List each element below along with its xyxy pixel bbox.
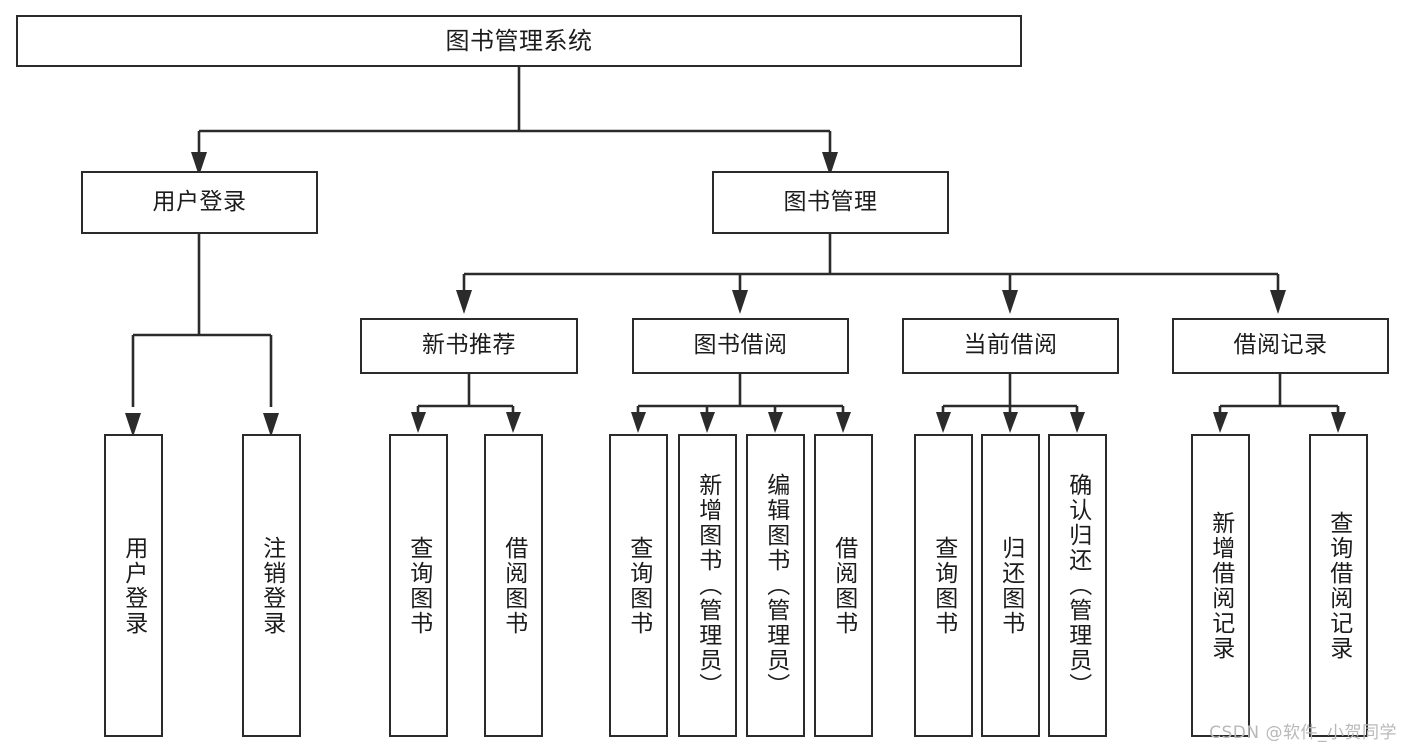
leaf-borrow-query-books[interactable]: 查询图书 <box>609 434 668 737</box>
node-label: 查询图书 <box>625 535 652 636</box>
node-label: 查询图书 <box>930 535 957 636</box>
leaf-borrow-edit-book-admin[interactable]: 编辑图书（管理员） <box>746 434 805 737</box>
node-label: 图书借阅 <box>693 332 788 359</box>
node-label: 归还图书 <box>997 535 1024 636</box>
node-borrow-record[interactable]: 借阅记录 <box>1172 318 1389 374</box>
node-label: 编辑图书（管理员） <box>762 473 789 698</box>
node-new-book-recommend[interactable]: 新书推荐 <box>360 318 578 374</box>
leaf-borrow-borrow-books[interactable]: 借阅图书 <box>814 434 873 737</box>
leaf-newbook-query-books[interactable]: 查询图书 <box>389 434 448 737</box>
leaf-current-query-books[interactable]: 查询图书 <box>914 434 973 737</box>
leaf-record-add-borrow-record[interactable]: 新增借阅记录 <box>1191 434 1250 737</box>
node-book-borrow[interactable]: 图书借阅 <box>632 318 849 374</box>
node-label: 确认归还（管理员） <box>1064 473 1091 698</box>
leaf-current-return-books[interactable]: 归还图书 <box>981 434 1040 737</box>
node-label: 查询借阅记录 <box>1325 510 1352 661</box>
node-book-management[interactable]: 图书管理 <box>712 171 949 234</box>
node-label: 新增图书（管理员） <box>694 473 721 698</box>
node-label: 用户登录 <box>152 188 247 215</box>
node-current-borrow[interactable]: 当前借阅 <box>902 318 1119 374</box>
node-label: 新书推荐 <box>422 332 516 359</box>
node-root-system[interactable]: 图书管理系统 <box>16 15 1022 67</box>
node-label: 图书管理系统 <box>445 26 593 55</box>
node-user-login[interactable]: 用户登录 <box>81 171 318 234</box>
leaf-logout[interactable]: 注销登录 <box>242 434 301 737</box>
leaf-newbook-borrow-books[interactable]: 借阅图书 <box>484 434 543 737</box>
leaf-user-login[interactable]: 用户登录 <box>104 434 163 737</box>
node-label: 借阅图书 <box>830 535 857 636</box>
node-label: 借阅图书 <box>500 535 527 636</box>
leaf-borrow-add-book-admin[interactable]: 新增图书（管理员） <box>678 434 737 737</box>
node-label: 查询图书 <box>405 535 432 636</box>
node-label: 新增借阅记录 <box>1207 510 1234 661</box>
node-label: 用户登录 <box>120 535 147 636</box>
node-label: 图书管理 <box>783 188 878 215</box>
node-label: 借阅记录 <box>1233 332 1328 359</box>
leaf-current-confirm-return-admin[interactable]: 确认归还（管理员） <box>1048 434 1107 737</box>
node-label: 注销登录 <box>258 535 285 636</box>
node-label: 当前借阅 <box>963 332 1058 359</box>
leaf-record-query-borrow-record[interactable]: 查询借阅记录 <box>1309 434 1368 737</box>
watermark-text: CSDN @软件_小贺同学 <box>1209 723 1397 743</box>
